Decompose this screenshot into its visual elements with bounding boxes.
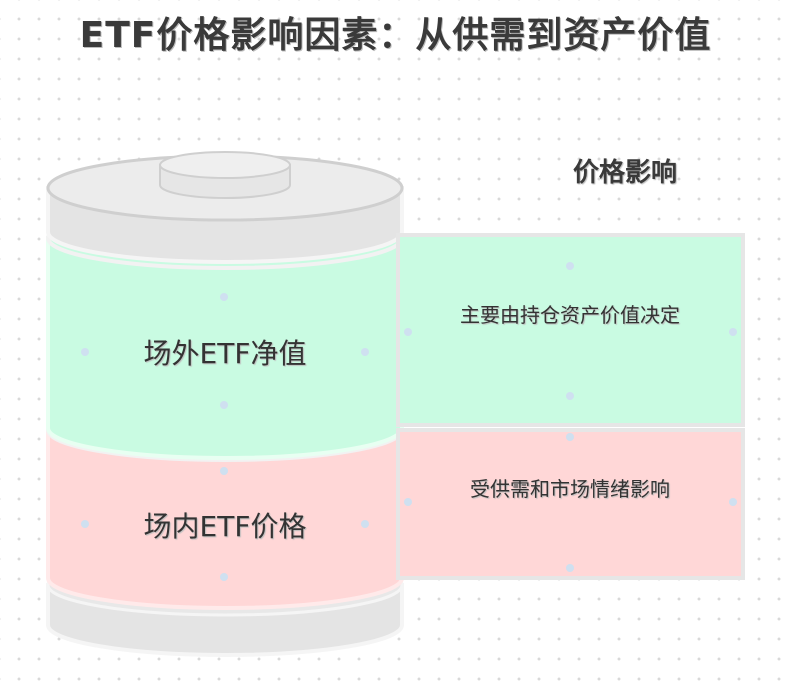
cylinder-knob-top — [159, 151, 291, 179]
box-price-description — [396, 428, 745, 580]
page-title: ETF价格影响因素：从供需到资产价值 — [79, 15, 712, 56]
segment-otc-price-body — [46, 428, 404, 610]
price-description: 受供需和市场情绪影响 — [470, 477, 670, 501]
segment-nav-body — [46, 236, 404, 460]
side-title: 价格影响 — [572, 158, 677, 188]
segment-nav-label: 场外ETF净值 — [143, 337, 307, 370]
connector-dots — [81, 262, 737, 581]
nav-description: 主要由持仓资产价值决定 — [460, 303, 680, 327]
segment-price-label: 场内ETF价格 — [143, 510, 307, 543]
